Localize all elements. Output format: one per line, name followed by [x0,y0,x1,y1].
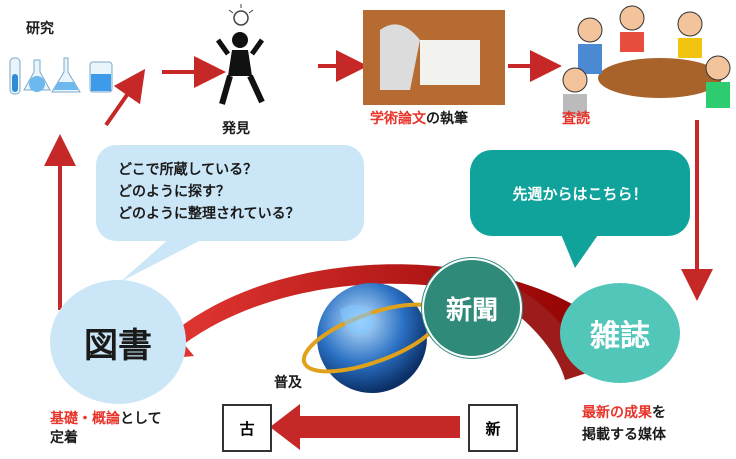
magazine-caption-highlight: 最新の成果 [582,405,652,421]
writing-label-highlight: 学術論文 [370,111,426,127]
magazine-circle: 雑誌 [560,283,680,383]
question-2: どのように探す？ [118,184,230,200]
question-1: どこで所蔵している？ [118,162,258,178]
discovery-person-icon [215,4,265,105]
library-caption-highlight: 基礎・概論 [50,411,120,427]
magazine-caption-rest: を [652,405,666,421]
writing-label-rest: の執筆 [426,111,468,127]
arrow-new-to-old-shaft [300,416,460,438]
research-label: 研究 [26,21,54,37]
library-circle: 図書 [50,280,186,404]
arrow-research-to-discovery [104,68,146,127]
library-caption: 基礎・概論として 定着 [50,410,162,448]
library-caption-line2: 定着 [50,430,78,446]
old-box: 古 [222,404,272,452]
new-box: 新 [468,404,518,452]
magazine-caption-line2: 掲載する媒体 [582,427,666,443]
arrow-new-to-old-head [270,404,300,450]
magazine-caption: 最新の成果を 掲載する媒体 [582,402,666,446]
discovery-label: 発見 [222,121,250,137]
teal-callout-bubble: 先週からはこちら！ [470,150,690,236]
review-label: 査読 [562,111,590,127]
spread-label: 普及 [274,375,302,391]
library-questions-bubble: どこで所蔵している？ どのように探す？ どのように整理されている？ [96,145,364,241]
writing-photo [363,10,505,105]
lab-glassware-icon [9,57,113,95]
question-3: どのように整理されている？ [118,206,300,222]
review-meeting-icon [562,5,731,116]
globe-icon [317,283,427,393]
writing-label: 学術論文の執筆 [370,108,468,128]
library-caption-rest: として [120,411,162,427]
newspaper-circle: 新聞 [422,258,522,358]
